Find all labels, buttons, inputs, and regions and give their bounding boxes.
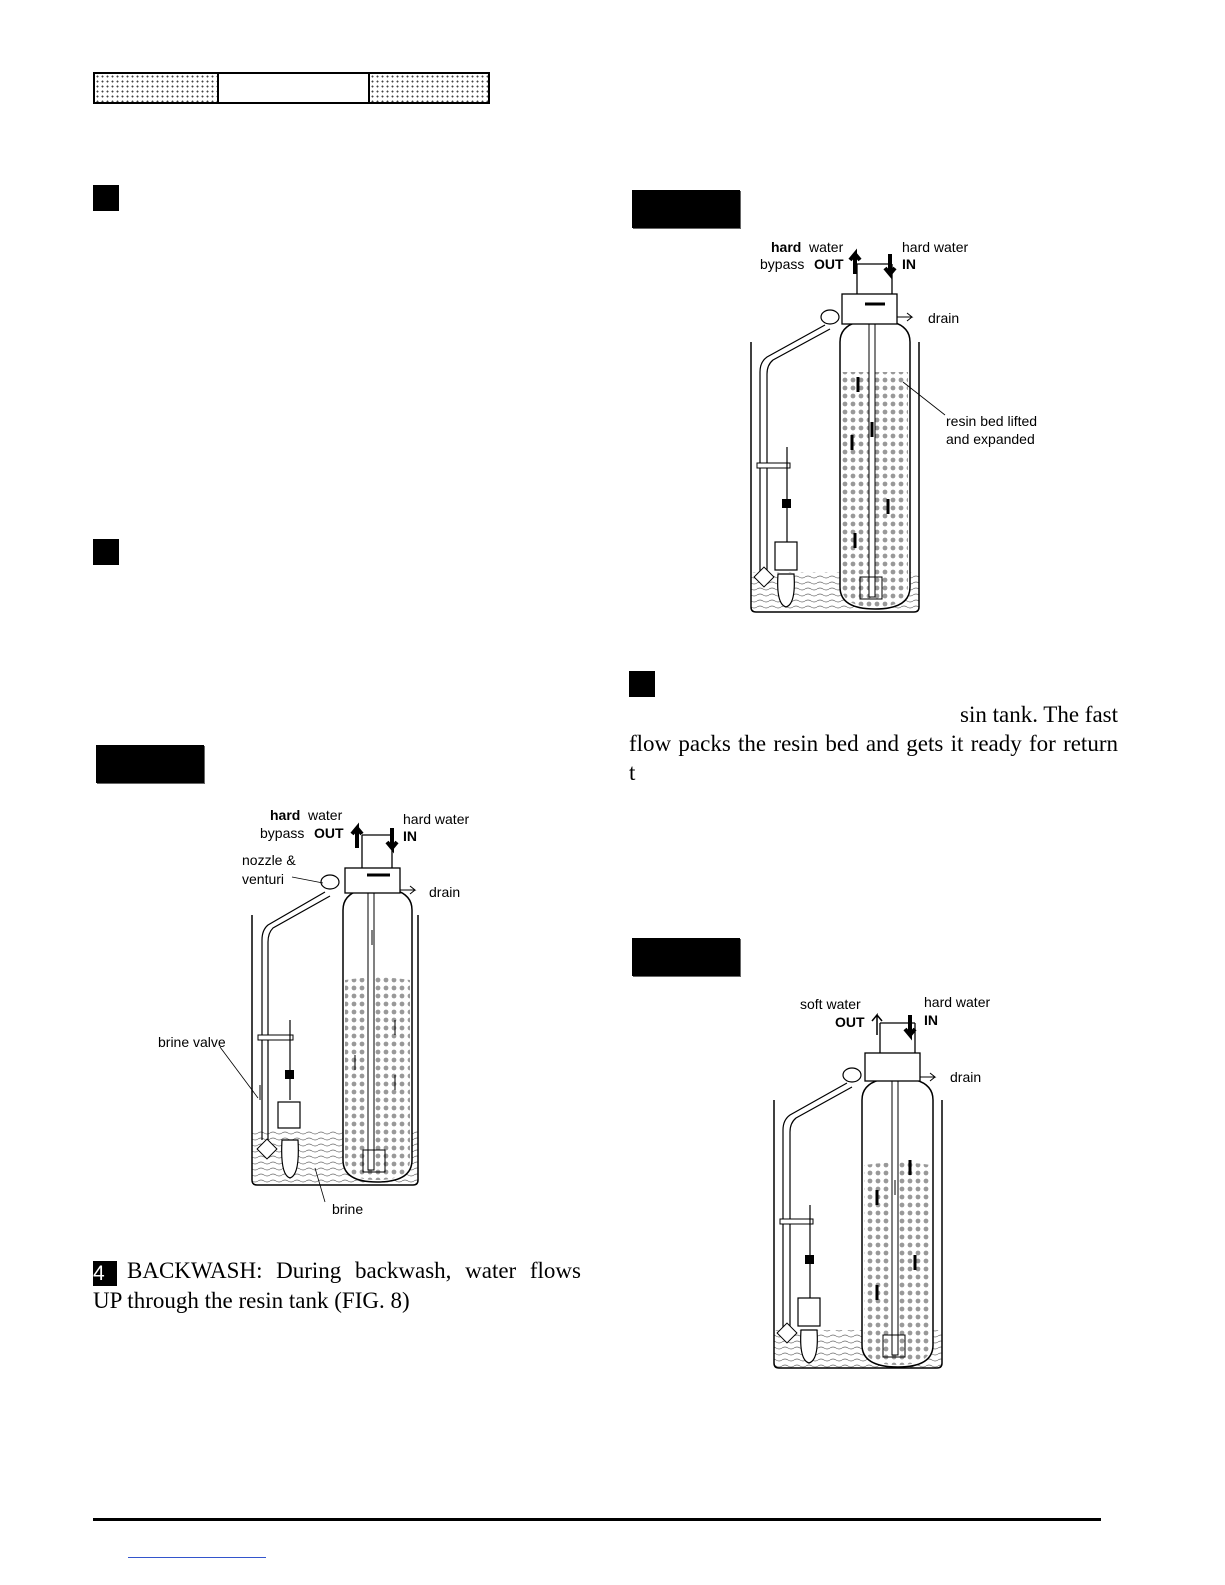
control-valve (820, 263, 898, 325)
backwash-diagram: hard water bypass OUT hard water IN drai… (750, 239, 1037, 613)
step-number-badge: 4 (93, 1261, 117, 1286)
footer-rule (93, 1518, 1101, 1521)
label-soft-water: soft water (800, 996, 861, 1012)
footer-link-underline[interactable] (128, 1557, 266, 1558)
brine-line (256, 891, 331, 1179)
fast-rinse-line-1: sin tank. The fast (960, 702, 1118, 727)
label-venturi: venturi (242, 871, 284, 887)
section-header-band (93, 72, 490, 104)
label-hard-water-in: hard water (924, 994, 990, 1010)
fast-rinse-diagram: soft water OUT hard water IN drain (773, 994, 990, 1369)
resin-tank (342, 884, 413, 1183)
label-hard: hard (771, 239, 801, 255)
label-drain: drain (950, 1069, 981, 1085)
label-out: OUT (835, 1014, 865, 1030)
control-valve (320, 834, 415, 894)
leader-lines (219, 876, 326, 1203)
step-marker-2 (93, 539, 119, 565)
flow-arrows (871, 1012, 937, 1300)
fast-rinse-paragraph: sin tank. The fast flow packs the resin … (629, 700, 1118, 787)
label-out: OUT (814, 256, 844, 272)
label-in: IN (924, 1012, 938, 1028)
resin-tank (861, 1069, 934, 1368)
fast-rinse-line-2: flow packs the resin bed and gets it rea… (629, 731, 1118, 756)
step-marker-5 (629, 671, 655, 697)
resin-tank (839, 311, 911, 610)
backwash-line-2: UP through the resin tank (FIG. 8) (93, 1288, 410, 1313)
label-resin-expanded: and expanded (946, 431, 1035, 447)
figure-label-tab-top-right (632, 190, 740, 228)
label-water: water (808, 239, 844, 255)
label-drain: drain (429, 884, 460, 900)
brine-draw-diagram: hard water bypass OUT hard water IN nozz… (158, 807, 469, 1217)
header-title-box (217, 74, 370, 102)
brine-line (776, 1082, 853, 1364)
figure-label-tab-bottom-right (632, 938, 740, 976)
label-brine-valve: brine valve (158, 1034, 226, 1050)
label-in: IN (902, 256, 916, 272)
figure-label-tab-left (96, 745, 204, 783)
step-marker-1 (93, 185, 119, 211)
label-brine: brine (332, 1201, 363, 1217)
backwash-text-1: BACKWASH: During backwash, water flows (127, 1258, 581, 1283)
label-hard-water-in: hard water (403, 811, 469, 827)
label-bypass: bypass (760, 256, 804, 272)
label-nozzle: nozzle & (242, 852, 296, 868)
label-drain: drain (928, 310, 959, 326)
label-hard-water-in: hard water (902, 239, 968, 255)
label-resin-lifted: resin bed lifted (946, 413, 1037, 429)
brine-line (753, 324, 831, 608)
flow-arrows (848, 248, 914, 548)
label-hard: hard (270, 807, 300, 823)
label-in: IN (403, 828, 417, 844)
control-valve (842, 1022, 921, 1083)
backwash-line-1: 4 BACKWASH: During backwash, water flows (93, 1256, 581, 1286)
fast-rinse-line-3: t (629, 760, 636, 785)
label-out: OUT (314, 825, 344, 841)
label-water: water (307, 807, 343, 823)
resin-leader-line (902, 381, 946, 416)
header-pattern-left (95, 74, 217, 102)
header-pattern-right (370, 74, 488, 102)
flow-arrows (259, 822, 417, 1100)
label-bypass: bypass (260, 825, 304, 841)
